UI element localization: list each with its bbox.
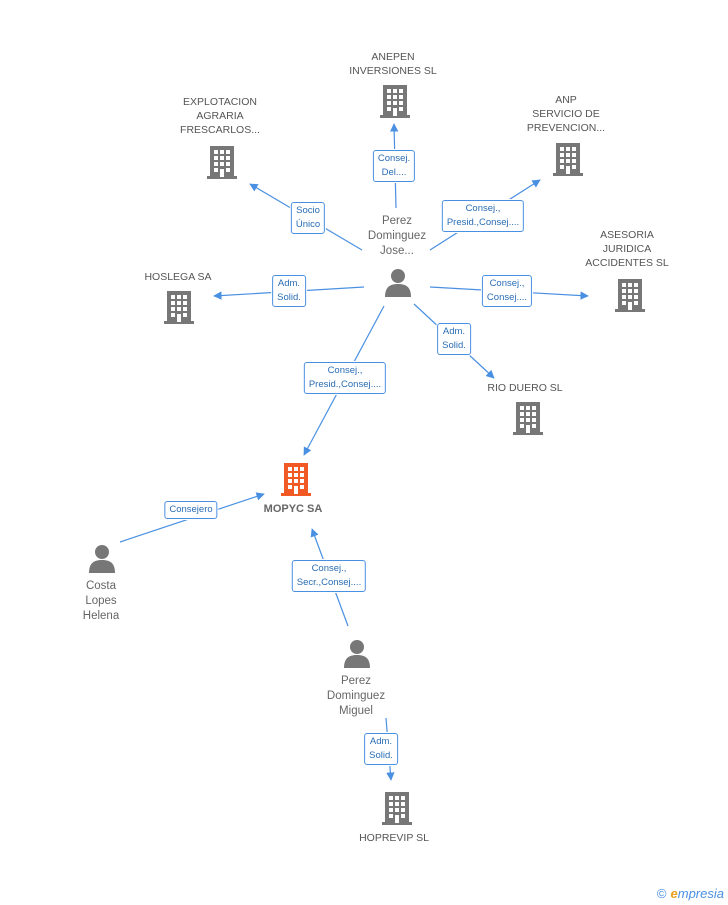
copyright-symbol: © — [656, 886, 667, 901]
logo-wordmark: mpresia — [677, 886, 724, 901]
person-icon[interactable] — [343, 639, 371, 669]
building-icon[interactable] — [164, 290, 194, 324]
building-icon[interactable] — [615, 278, 645, 312]
person-label-perez-jose[interactable]: Perez Dominguez Jose... — [367, 215, 427, 257]
edge-label-explotacion[interactable]: Socio Único — [290, 202, 326, 234]
building-icon[interactable] — [207, 145, 237, 179]
logo-letter-e: e — [670, 886, 678, 901]
edge-label-rio-duero[interactable]: Adm. Solid. — [437, 323, 471, 355]
company-label-rio-duero[interactable]: RIO DUERO SL — [487, 382, 563, 394]
edge-label-anp[interactable]: Consej., Presid.,Consej.... — [441, 200, 525, 232]
edge-label-jose-mopyc[interactable]: Consej., Presid.,Consej.... — [303, 362, 387, 394]
person-label-costa[interactable]: Costa Lopes Helena — [82, 580, 120, 622]
person-icon[interactable] — [88, 544, 116, 574]
edge-label-anepen[interactable]: Consej. Del.... — [372, 150, 416, 182]
company-label-asesoria[interactable]: ASESORIA JURIDICA ACCIDENTES SL — [585, 229, 669, 269]
focus-building-icon[interactable] — [281, 462, 311, 496]
edge-label-hoprevip[interactable]: Adm. Solid. — [364, 733, 398, 765]
company-label-anepen[interactable]: ANEPEN INVERSIONES SL — [349, 51, 437, 77]
edge-label-miguel-mopyc[interactable]: Consej., Secr.,Consej.... — [291, 560, 367, 592]
edge-label-asesoria[interactable]: Consej., Consej.... — [481, 275, 533, 307]
edge-label-costa-mopyc[interactable]: Consejero — [164, 501, 218, 519]
person-label-perez-miguel[interactable]: Perez Dominguez Miguel — [326, 675, 386, 717]
company-label-hoprevip[interactable]: HOPREVIP SL — [359, 832, 429, 844]
company-label-hoslega[interactable]: HOSLEGA SA — [144, 271, 212, 283]
person-icon[interactable] — [384, 268, 412, 298]
empresia-logo[interactable]: ©empresia — [657, 886, 724, 901]
edge-label-hoslega[interactable]: Adm. Solid. — [272, 275, 306, 307]
company-label-mopyc[interactable]: MOPYC SA — [263, 503, 323, 515]
building-icon[interactable] — [380, 84, 410, 118]
company-label-anp[interactable]: ANP SERVICIO DE PREVENCION... — [526, 94, 606, 134]
company-label-explotacion[interactable]: EXPLOTACION AGRARIA FRESCARLOS... — [180, 96, 260, 136]
building-icon[interactable] — [382, 791, 412, 825]
building-icon[interactable] — [553, 142, 583, 176]
building-icon[interactable] — [513, 401, 543, 435]
